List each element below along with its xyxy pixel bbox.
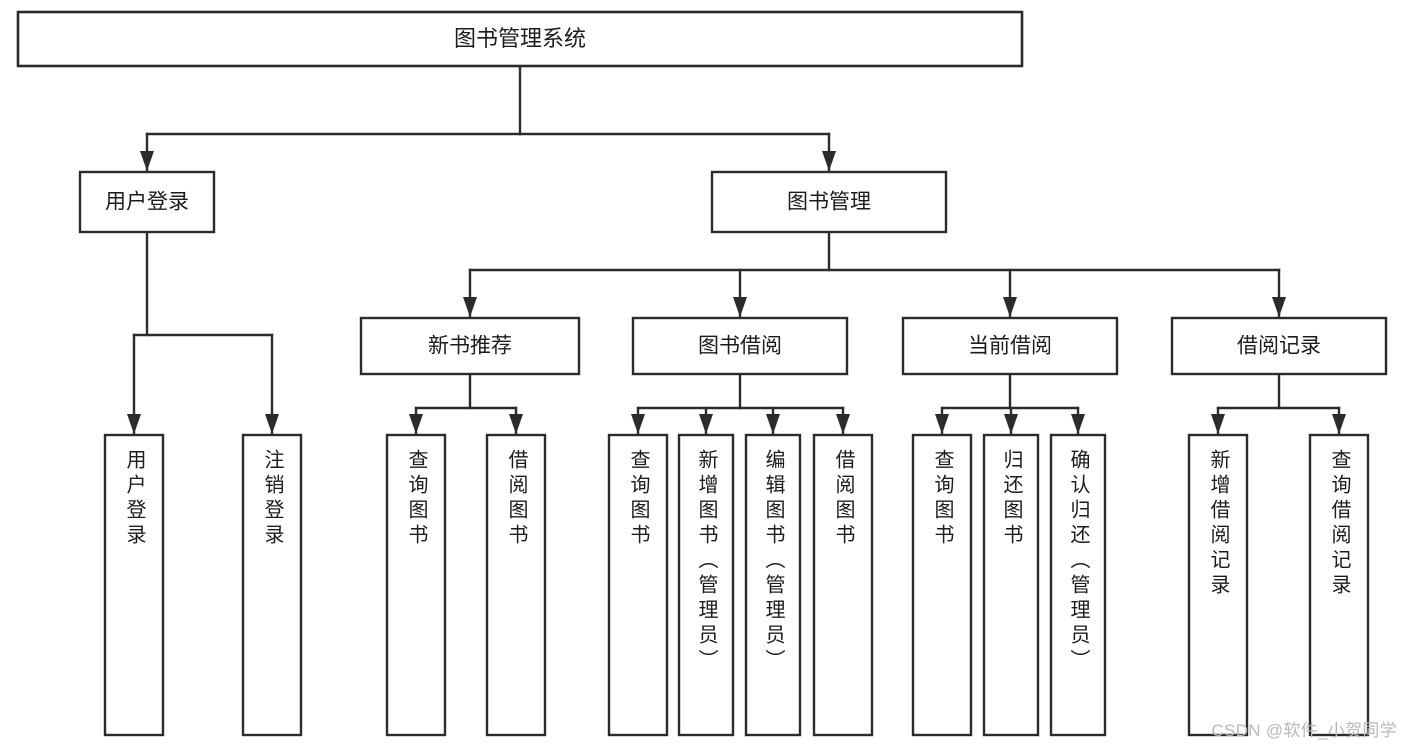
arrow-down-icon xyxy=(265,414,279,434)
watermark: CSDN @软件_小贺同学 xyxy=(1211,721,1397,740)
arrow-down-icon xyxy=(699,414,713,434)
arrow-down-icon xyxy=(935,414,949,434)
leaf-node-3[interactable] xyxy=(485,433,547,737)
leaf-node-10[interactable] xyxy=(1049,433,1107,737)
arrow-down-icon xyxy=(127,414,141,434)
level2-node-2[interactable] xyxy=(901,316,1119,376)
arrow-down-icon xyxy=(733,297,747,317)
arrow-down-icon xyxy=(1071,414,1085,434)
leaf-node-4[interactable] xyxy=(607,433,669,737)
arrow-down-icon xyxy=(409,414,423,434)
arrow-down-icon xyxy=(1004,414,1018,434)
leaf-node-1[interactable] xyxy=(241,433,303,737)
leaf-node-7[interactable] xyxy=(812,433,874,737)
root-node[interactable] xyxy=(16,10,1024,68)
level2-node-0[interactable] xyxy=(359,316,581,376)
level2-node-2-label: 当前借阅 xyxy=(968,335,1052,358)
arrow-down-icon xyxy=(463,297,477,317)
leaf-node-9[interactable] xyxy=(982,433,1040,737)
leaf-node-0[interactable] xyxy=(103,433,165,737)
arrow-down-icon xyxy=(1003,297,1017,317)
root-node-label: 图书管理系统 xyxy=(454,26,586,51)
level2-node-1-label: 图书借阅 xyxy=(698,335,782,358)
level1-node-1[interactable] xyxy=(710,170,948,234)
level1-node-1-label: 图书管理 xyxy=(787,191,871,214)
leaf-node-2[interactable] xyxy=(385,433,447,737)
arrow-down-icon xyxy=(836,414,850,434)
arrow-down-icon xyxy=(631,414,645,434)
level1-node-0-label: 用户登录 xyxy=(105,191,189,214)
arrow-down-icon xyxy=(766,414,780,434)
level2-node-3[interactable] xyxy=(1170,316,1388,376)
leaf-node-8[interactable] xyxy=(911,433,973,737)
arrow-down-icon xyxy=(1211,414,1225,434)
level2-node-0-label: 新书推荐 xyxy=(428,335,512,358)
arrow-down-icon xyxy=(1272,297,1286,317)
level2-node-1[interactable] xyxy=(631,316,849,376)
leaf-node-11[interactable] xyxy=(1187,433,1249,737)
level2-node-3-label: 借阅记录 xyxy=(1237,335,1321,358)
arrow-down-icon xyxy=(140,151,154,171)
leaf-node-5[interactable] xyxy=(677,433,735,737)
leaf-node-12[interactable] xyxy=(1308,433,1370,737)
arrow-down-icon xyxy=(822,151,836,171)
arrow-down-icon xyxy=(509,414,523,434)
arrow-down-icon xyxy=(1332,414,1346,434)
connector-layer xyxy=(127,64,1346,435)
leaf-node-6[interactable] xyxy=(744,433,802,737)
level1-node-0[interactable] xyxy=(78,170,216,234)
